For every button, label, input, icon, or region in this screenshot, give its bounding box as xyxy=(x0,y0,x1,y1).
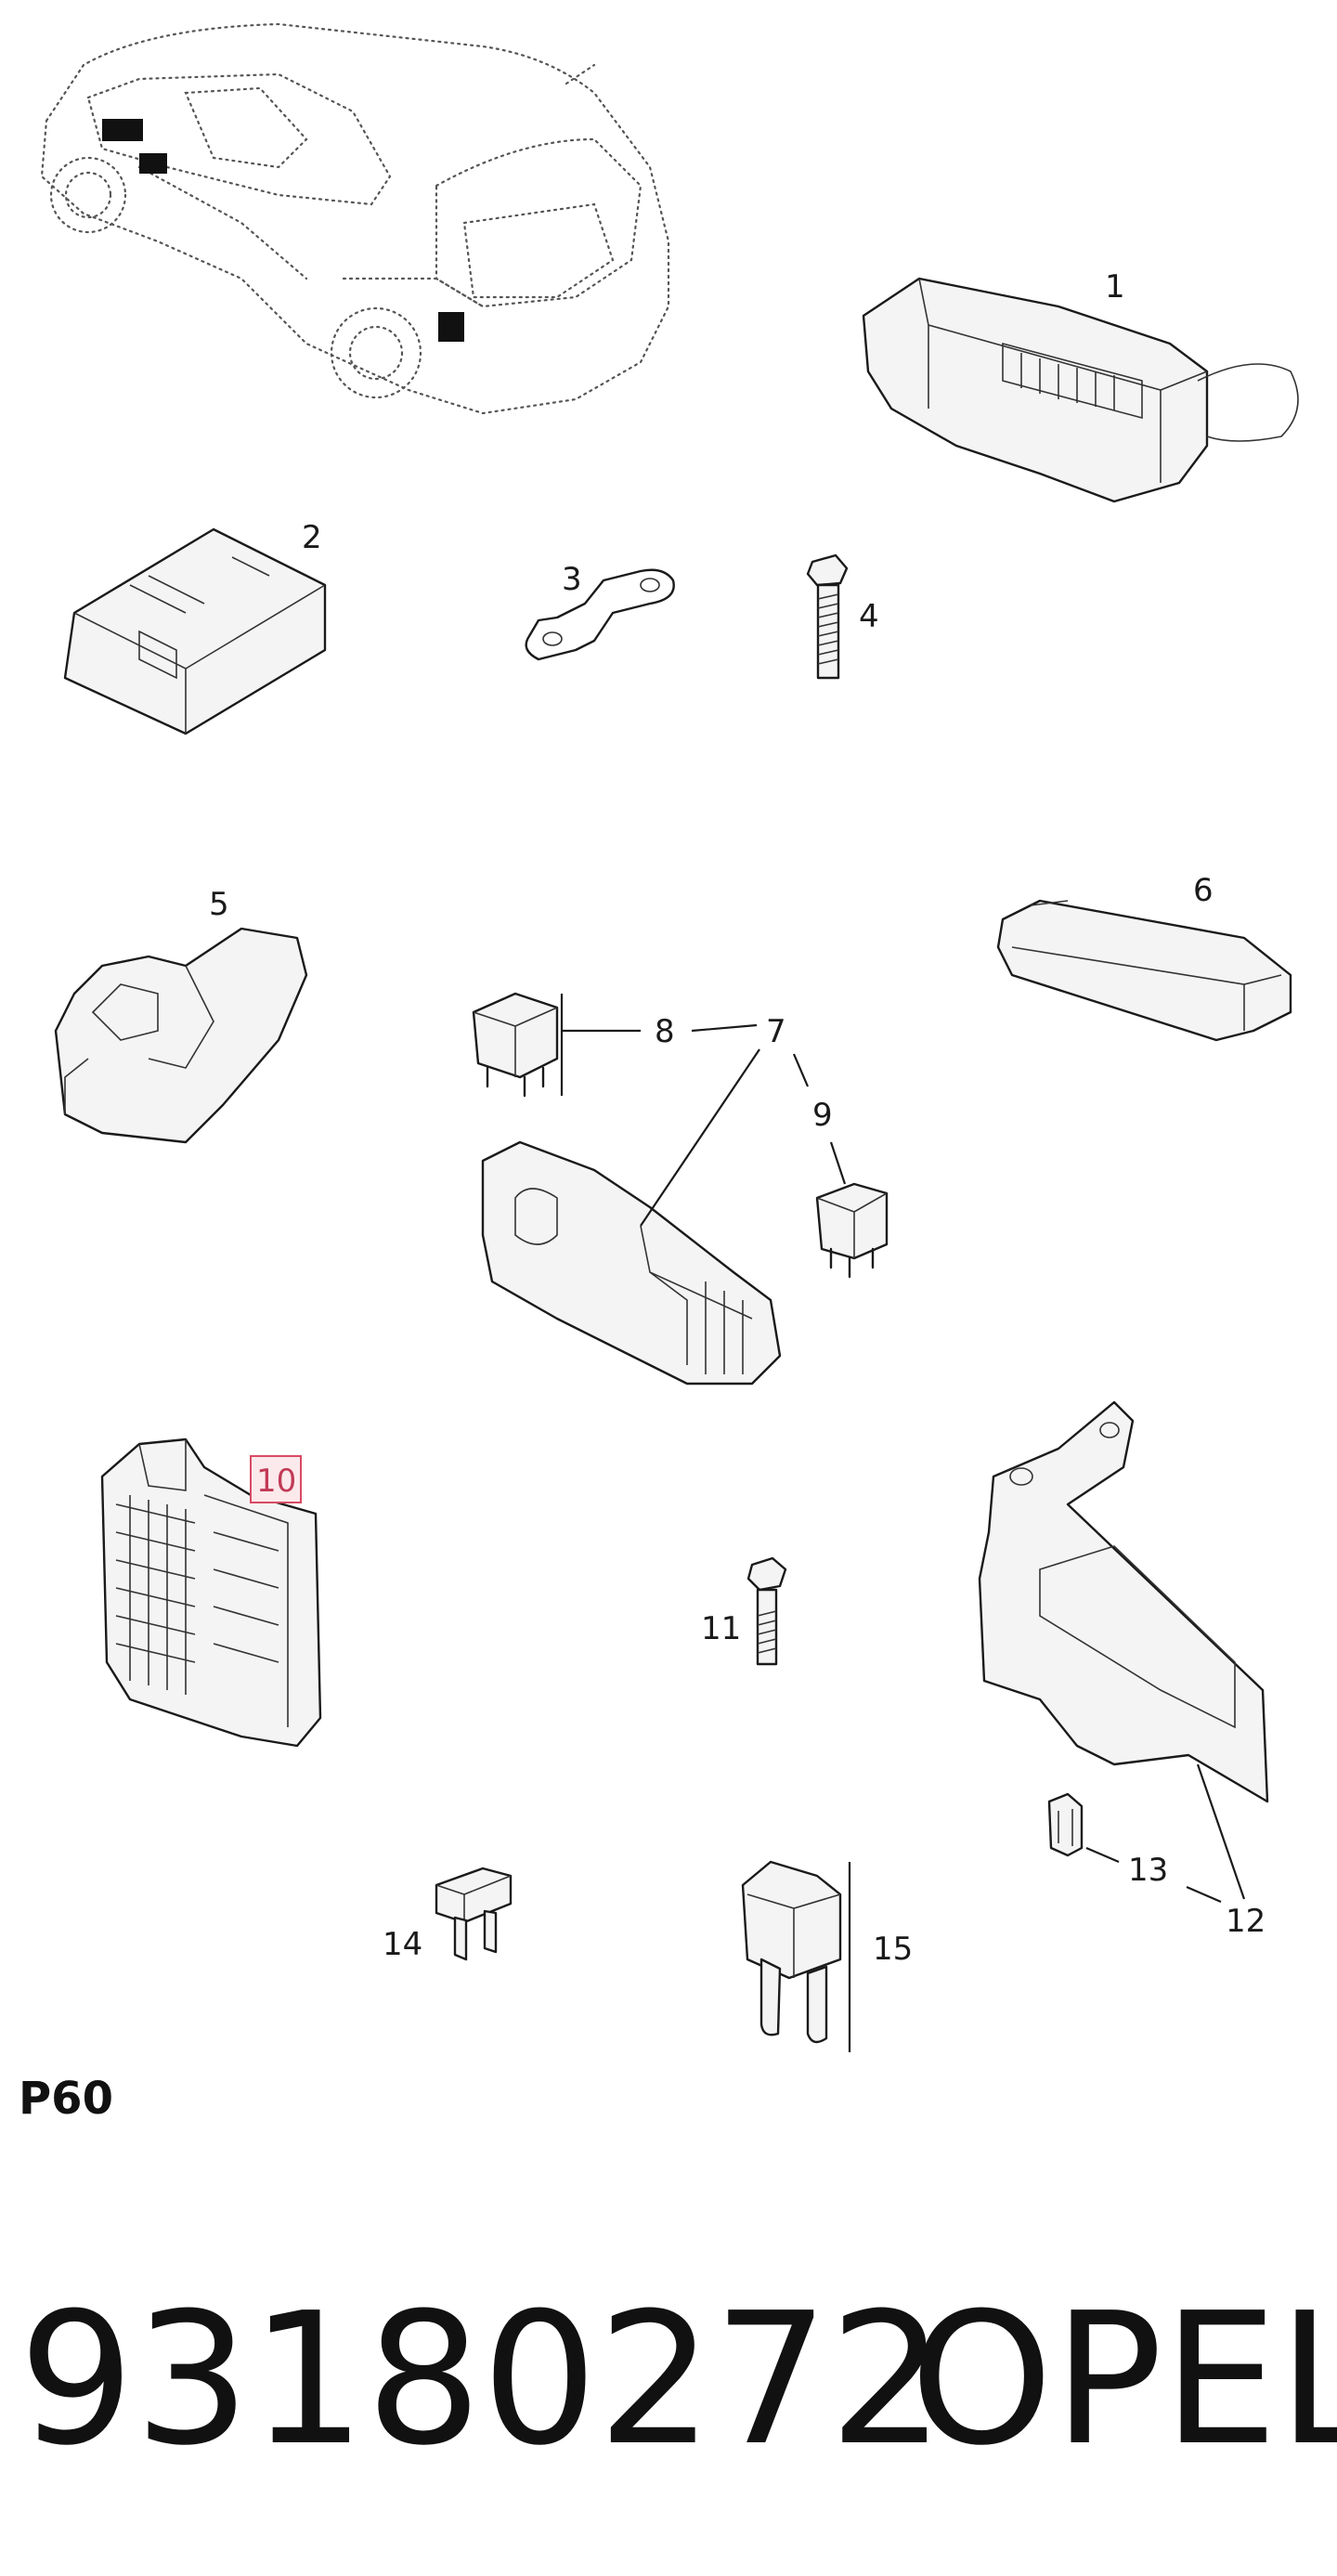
callout-15: 15 xyxy=(873,1931,913,1968)
module-location-marker-mid xyxy=(139,153,167,174)
part-15-maxi-fuse xyxy=(741,1860,851,2052)
callout-8: 8 xyxy=(655,1013,675,1050)
callout-6: 6 xyxy=(1193,872,1214,909)
module-location-marker-front xyxy=(102,119,143,141)
vehicle-outline-illustration xyxy=(40,22,670,415)
part-3-fuse-strip xyxy=(525,568,675,661)
callout-13: 13 xyxy=(1128,1852,1168,1889)
callout-11: 11 xyxy=(701,1610,741,1647)
callout-2: 2 xyxy=(302,519,322,556)
part-12-bracket xyxy=(978,1400,1269,1803)
module-location-marker-rear xyxy=(438,312,464,342)
part-9-relay xyxy=(815,1141,889,1279)
part-2-connector-block xyxy=(63,527,327,735)
part-1-fuse-box xyxy=(862,277,1299,503)
highlighted-callout-box xyxy=(250,1455,302,1503)
callout-1: 1 xyxy=(1105,268,1125,306)
part-5-holder xyxy=(54,927,308,1144)
callout-14: 14 xyxy=(383,1926,422,1963)
part-13-clip xyxy=(1047,1792,1084,1857)
part-14-mini-fuse xyxy=(435,1867,513,1961)
part-6-cover xyxy=(996,899,1292,1042)
callout-3: 3 xyxy=(562,561,582,598)
callout-12: 12 xyxy=(1226,1903,1266,1940)
part-10-fuse-relay-block xyxy=(100,1438,322,1748)
callout-5: 5 xyxy=(209,886,229,923)
brand-name: OPEL xyxy=(910,2274,1337,2486)
part-4-bolt xyxy=(806,553,849,680)
part-11-bolt xyxy=(746,1556,787,1666)
part-8-relay xyxy=(472,992,641,1098)
callout-9: 9 xyxy=(812,1097,833,1134)
callout-7: 7 xyxy=(766,1013,786,1050)
section-label: P60 xyxy=(19,2073,113,2125)
callout-10: 10 xyxy=(256,1463,296,1500)
part-number: 93180272 xyxy=(19,2274,945,2486)
callout-4: 4 xyxy=(859,598,879,635)
part-7-fuse-carrier xyxy=(481,1140,782,1386)
